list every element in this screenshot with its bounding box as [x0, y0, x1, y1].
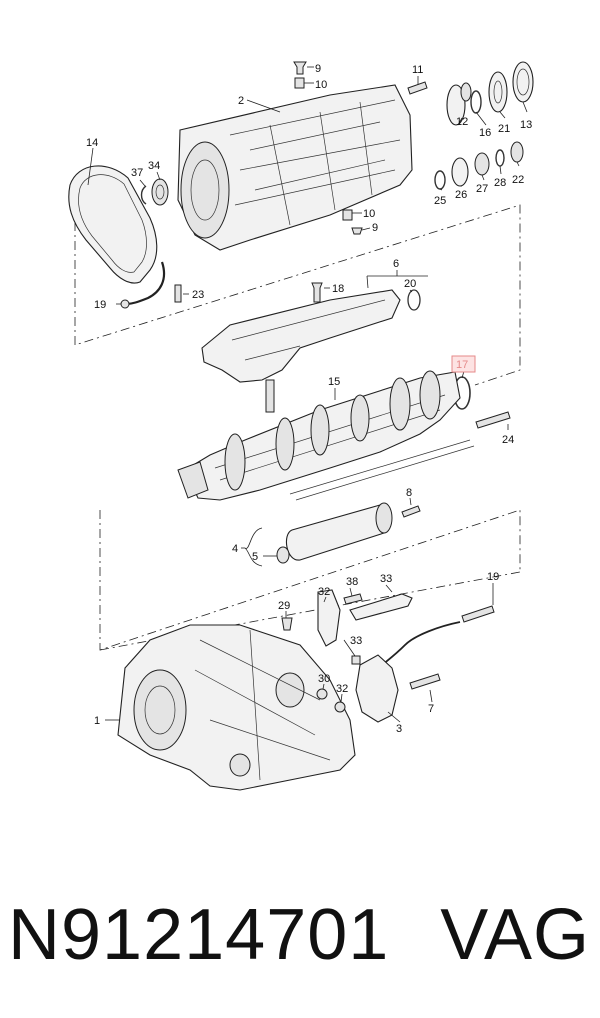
- callout-4: 4: [232, 543, 238, 555]
- sensor-tip: [120, 299, 130, 309]
- bolt-18[interactable]: [311, 282, 323, 303]
- bolt-7[interactable]: [409, 673, 441, 690]
- callout-23: 19: [94, 299, 106, 311]
- callout-6: 6: [393, 258, 399, 270]
- bracket-34[interactable]: [317, 589, 341, 647]
- seal-31[interactable]: [316, 688, 328, 700]
- ring-16[interactable]: [470, 90, 482, 114]
- bolt-24[interactable]: [174, 284, 182, 303]
- bolt-8[interactable]: [401, 505, 421, 518]
- shift-rod-35[interactable]: [349, 593, 413, 621]
- cover-gasket[interactable]: [68, 165, 158, 284]
- callout-10-lower: 10: [363, 208, 375, 220]
- callout-14: 14: [86, 137, 98, 149]
- callout-26: 25: [434, 195, 446, 207]
- callout-7: 7: [428, 703, 434, 715]
- o-ring-22[interactable]: [407, 289, 421, 311]
- cover-gasket-inner: [78, 174, 147, 273]
- callout-9-lower: 9: [372, 222, 378, 234]
- callout-20: 24: [502, 434, 514, 446]
- seal-13-inner: [516, 68, 530, 96]
- callout-19: 19: [487, 571, 499, 583]
- bolt-19[interactable]: [461, 605, 495, 623]
- part-number: N91214701: [8, 895, 390, 975]
- callout-33: 33: [350, 635, 362, 647]
- callout-17: 17: [456, 359, 468, 371]
- callout-labels: 2 14 9 10 11 12 16 21 13 37 34 25 26 27 …: [86, 63, 532, 735]
- callout-38: 38: [346, 576, 358, 588]
- bolt-33[interactable]: [351, 655, 361, 665]
- actuator-cylinder[interactable]: [285, 502, 393, 561]
- callout-35: 33: [380, 573, 392, 585]
- upper-housing[interactable]: [177, 84, 413, 251]
- seal-13[interactable]: [512, 61, 534, 103]
- callout-15: 15: [328, 376, 340, 388]
- sensor-wire[interactable]: [381, 621, 461, 666]
- bolt-9-top[interactable]: [293, 61, 307, 75]
- callout-22: 20: [404, 278, 416, 290]
- callout-36: 34: [148, 160, 160, 172]
- washer-5[interactable]: [276, 546, 290, 564]
- bearing-21-inner: [493, 80, 503, 104]
- callout-24: 23: [192, 289, 204, 301]
- callout-12: 12: [456, 116, 468, 128]
- callout-9-top: 9: [315, 63, 321, 75]
- callout-34: 32: [318, 586, 330, 598]
- plug-10-top[interactable]: [294, 77, 305, 89]
- seal-36-inner: [155, 184, 165, 200]
- bolt-11[interactable]: [407, 81, 428, 95]
- bolt-20[interactable]: [475, 411, 511, 429]
- callout-16: 16: [479, 127, 491, 139]
- callout-5: 5: [252, 551, 258, 563]
- plug-10-lower[interactable]: [342, 209, 353, 221]
- brand-name: VAG: [440, 895, 590, 975]
- callout-37: 37: [131, 167, 143, 179]
- bearing-27[interactable]: [451, 157, 469, 187]
- callout-32: 32: [336, 683, 348, 695]
- bolt-38[interactable]: [343, 593, 363, 605]
- exploded-parts-diagram: 2 14 9 10 11 12 16 21 13 37 34 25 26 27 …: [68, 61, 534, 791]
- sensor-cable[interactable]: [125, 261, 166, 306]
- highlight-box-17: [451, 355, 476, 373]
- shim-12-front: [460, 82, 472, 102]
- callout-11: 11: [412, 64, 423, 76]
- callout-21: 21: [498, 123, 510, 135]
- callout-2: 2: [238, 95, 244, 107]
- callout-28: 27: [476, 183, 488, 195]
- callout-27: 26: [455, 189, 467, 201]
- seal-28[interactable]: [474, 152, 490, 176]
- gear-shaft[interactable]: [177, 370, 475, 501]
- callout-1: 1: [94, 715, 100, 727]
- callout-13: 13: [520, 119, 532, 131]
- circlip-26[interactable]: [434, 170, 446, 190]
- circlip-37[interactable]: [140, 185, 147, 205]
- boundary-upper: [74, 204, 521, 386]
- shift-housing[interactable]: [201, 289, 401, 413]
- callout-31: 30: [318, 673, 330, 685]
- callout-29: 28: [494, 177, 506, 189]
- leader-lines: [87, 66, 528, 723]
- part-caption: N91214701 VAG: [0, 880, 600, 990]
- callout-8: 8: [406, 487, 412, 499]
- bearing-12[interactable]: [446, 84, 466, 126]
- callout-10-top: 10: [315, 79, 327, 91]
- callout-25: 22: [512, 174, 524, 186]
- circlip-29[interactable]: [495, 149, 505, 167]
- callout-3: 3: [396, 723, 402, 735]
- callout-30: 29: [278, 600, 290, 612]
- seal-36[interactable]: [151, 178, 169, 206]
- selector-mechanism[interactable]: [355, 654, 399, 723]
- bolt-9-lower[interactable]: [351, 227, 363, 235]
- plug-30[interactable]: [281, 617, 293, 631]
- seal-25[interactable]: [510, 141, 524, 163]
- seal-32[interactable]: [334, 701, 346, 713]
- gearbox-case[interactable]: [117, 624, 356, 791]
- callout-18: 18: [332, 283, 344, 295]
- boundary-middle: [99, 509, 521, 651]
- bearing-21[interactable]: [488, 71, 508, 113]
